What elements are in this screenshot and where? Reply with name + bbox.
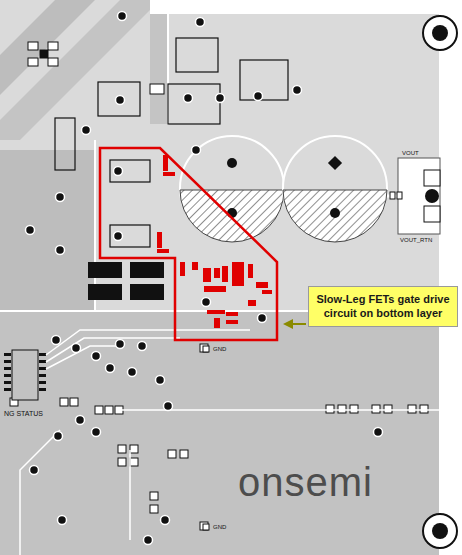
- gnd-marker: [203, 346, 209, 530]
- callout-box: Slow-Leg FETs gate drive circuit on bott…: [308, 286, 458, 327]
- output-connector: [390, 158, 440, 234]
- via: [26, 12, 383, 545]
- ic-package: [4, 350, 46, 400]
- mounting-hole: [423, 16, 457, 548]
- copper-trace: [150, 14, 168, 124]
- brand-logo: onsemi: [238, 462, 373, 502]
- callout-text: Slow-Leg FETs gate drive circuit on bott…: [313, 292, 453, 321]
- component-outline: [55, 38, 288, 247]
- silkscreen-label: GND: [213, 524, 226, 530]
- silkscreen-label: VOUT: [402, 150, 419, 156]
- fet-pad: [88, 262, 164, 300]
- silkscreen-label: NG STATUS: [4, 410, 43, 417]
- callout-arrow: [283, 319, 306, 329]
- highlight-outline: [100, 148, 277, 340]
- signal-trace: [20, 330, 440, 555]
- isolation-gap: [439, 14, 441, 555]
- copper-plane: [0, 0, 440, 310]
- copper-plane: [0, 150, 95, 310]
- silkscreen-label: GND: [213, 346, 226, 352]
- silkscreen-label: VOUT_RTN: [400, 237, 432, 243]
- ground-plane: [0, 312, 440, 555]
- capacitor-symbol: [180, 136, 387, 242]
- gate-drive-part: [157, 155, 272, 328]
